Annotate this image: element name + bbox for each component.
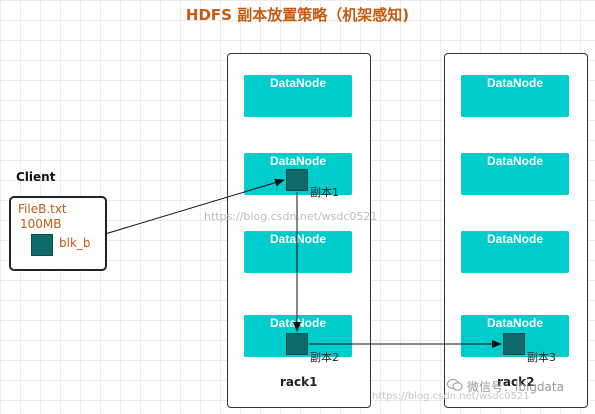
rack-2-label: rack2 [497,375,535,389]
replica-label-2: 副本2 [310,351,339,364]
replica-label-1: 副本1 [310,186,339,199]
datanode-label: DataNode [486,154,543,168]
watermark-text: https://blog.csdn.net/wsdc0521 [204,210,378,223]
datanode-label: DataNode [486,316,543,330]
replica-block-2 [286,333,308,355]
datanode-rack1-3: DataNode [244,231,352,273]
client-block [31,234,53,256]
client-box: FileB.txt 100MB blk_b [9,196,107,271]
datanode-rack2-3: DataNode [461,231,569,273]
datanode-rack1-1: DataNode [244,75,352,117]
replica-block-1 [286,169,308,191]
datanode-label: DataNode [269,76,326,90]
rack-1-label: rack1 [280,375,318,389]
client-label: Client [16,170,56,184]
file-name: FileB.txt [18,202,67,216]
replica-label-3: 副本3 [527,351,556,364]
wechat-watermark: 微信号：lbigdata [467,380,564,394]
wechat-icon [447,379,463,391]
datanode-label: DataNode [486,232,543,246]
replica-block-3 [503,333,525,355]
datanode-label: DataNode [269,316,326,330]
file-size: 100MB [20,217,62,231]
watermark-text-2: https://blog.csdn.net/wsdc0521 [372,391,530,402]
datanode-label: DataNode [486,76,543,90]
datanode-label: DataNode [269,232,326,246]
diagram-title: HDFS 副本放置策略（机架感知) [185,6,410,24]
block-label: blk_b [59,236,91,250]
datanode-rack2-2: DataNode [461,153,569,195]
datanode-rack2-1: DataNode [461,75,569,117]
datanode-label: DataNode [269,154,326,168]
